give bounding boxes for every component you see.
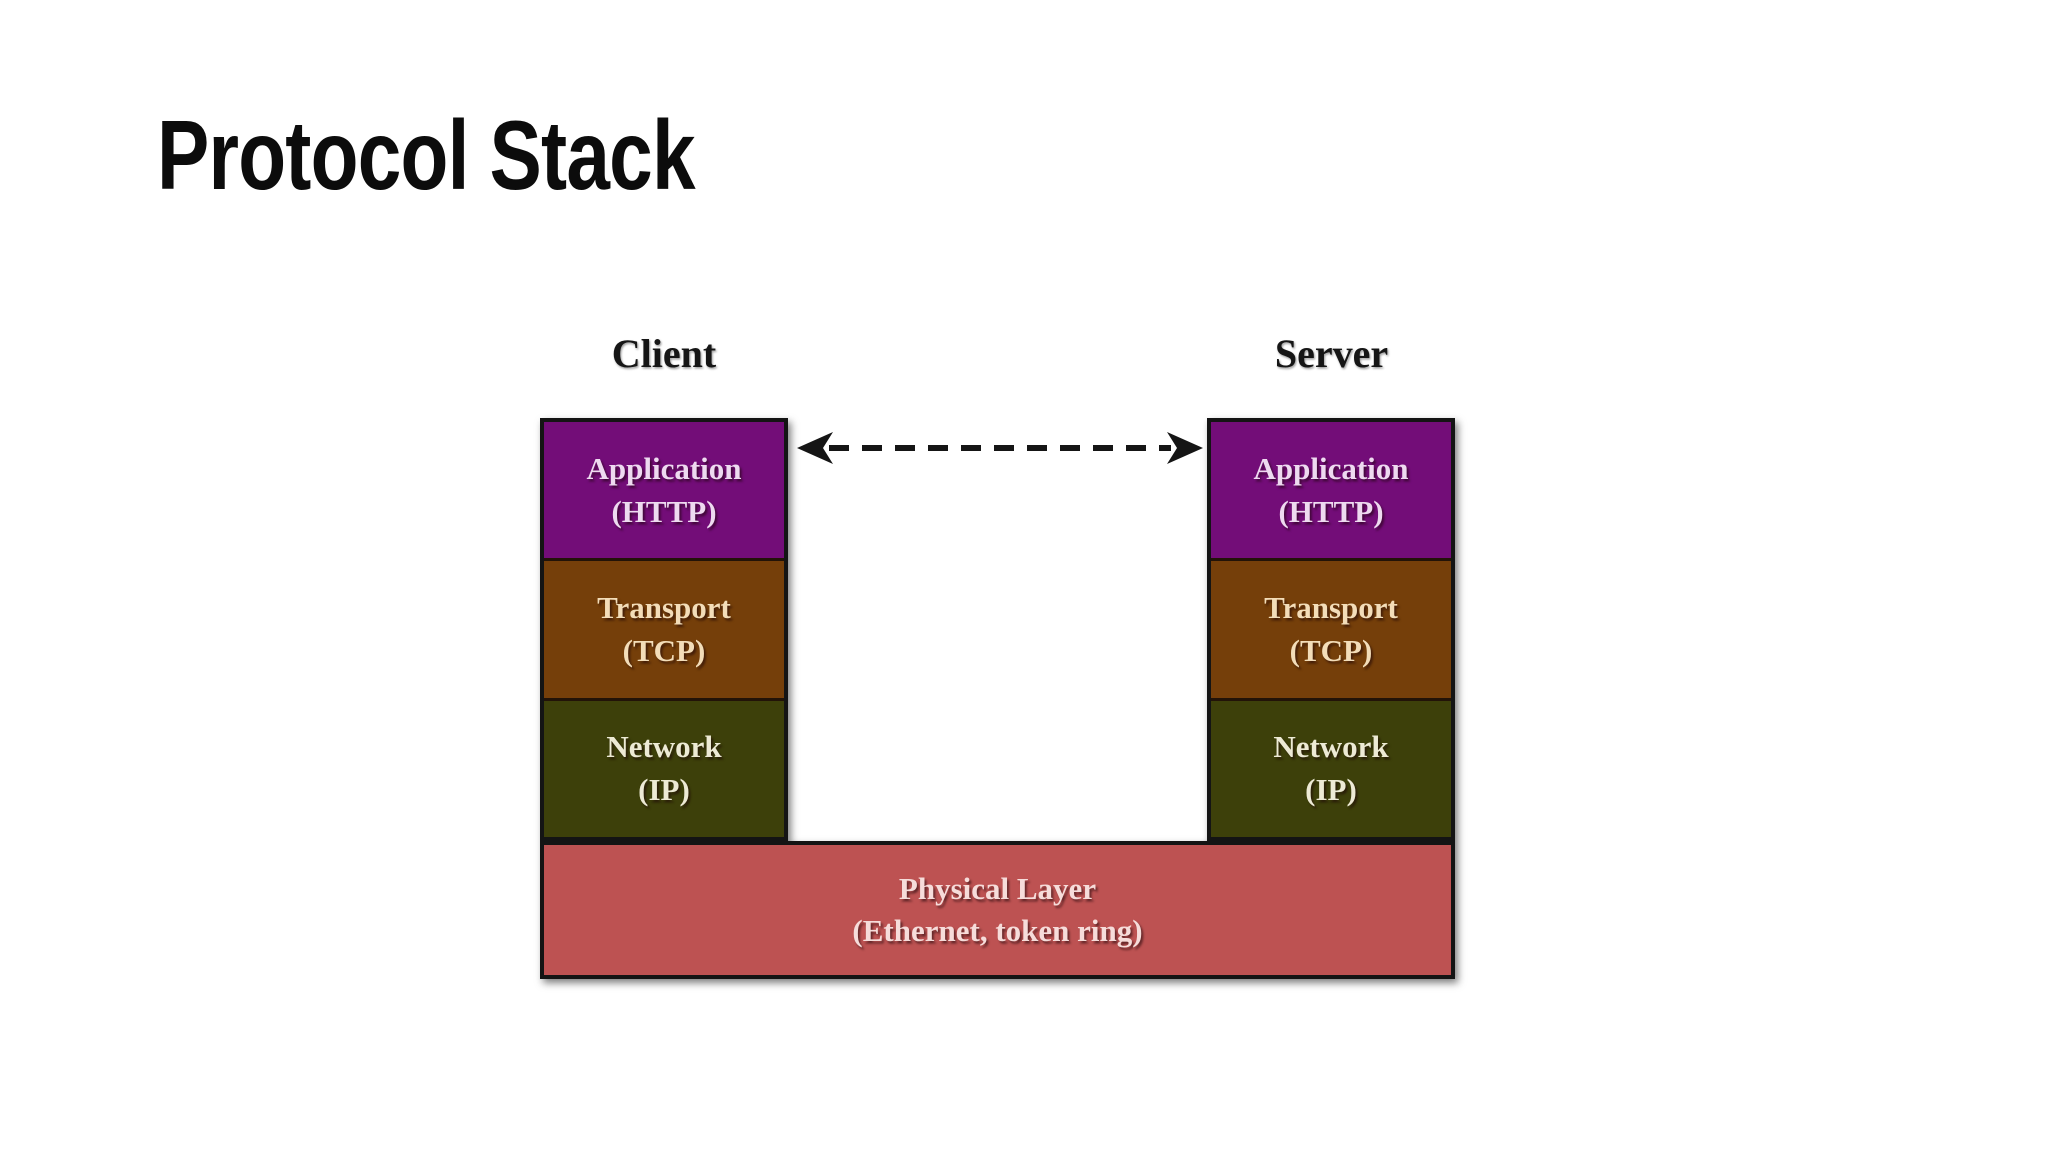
layer-detail: (Ethernet, token ring): [852, 913, 1143, 948]
layer-detail: (TCP): [622, 632, 706, 668]
layer-detail: (HTTP): [611, 493, 717, 529]
layer-detail: (TCP): [1289, 632, 1373, 668]
layer-detail: (HTTP): [1278, 493, 1384, 529]
layer-name: Physical Layer: [898, 870, 1097, 906]
physical-layer: Physical Layer (Ethernet, token ring): [540, 841, 1455, 979]
layer-detail: (IP): [1305, 772, 1357, 808]
layer-name: Application: [1253, 450, 1409, 486]
layer-name: Transport: [1264, 589, 1398, 625]
layer-detail: (IP): [638, 772, 690, 808]
protocol-stack-diagram: Application (HTTP) Transport (TCP) Netwo…: [540, 418, 1455, 979]
dashed-double-arrow-icon: [795, 428, 1205, 468]
server-protocol-stack: Application (HTTP) Transport (TCP) Netwo…: [1207, 418, 1455, 841]
server-layer-application: Application (HTTP): [1211, 422, 1451, 559]
server-layer-network: Network (IP): [1211, 697, 1451, 837]
client-layer-transport: Transport (TCP): [544, 558, 784, 698]
client-layer-network: Network (IP): [544, 697, 784, 837]
layer-name: Network: [606, 729, 722, 765]
layer-name: Network: [1273, 729, 1389, 765]
server-label: Server: [1274, 331, 1389, 376]
layer-name: Transport: [597, 589, 731, 625]
client-layer-application: Application (HTTP): [544, 422, 784, 559]
slide-title: Protocol Stack: [157, 100, 696, 210]
layer-name: Application: [586, 450, 742, 486]
server-layer-transport: Transport (TCP): [1211, 558, 1451, 698]
client-protocol-stack: Application (HTTP) Transport (TCP) Netwo…: [540, 418, 788, 841]
client-label: Client: [611, 331, 717, 376]
